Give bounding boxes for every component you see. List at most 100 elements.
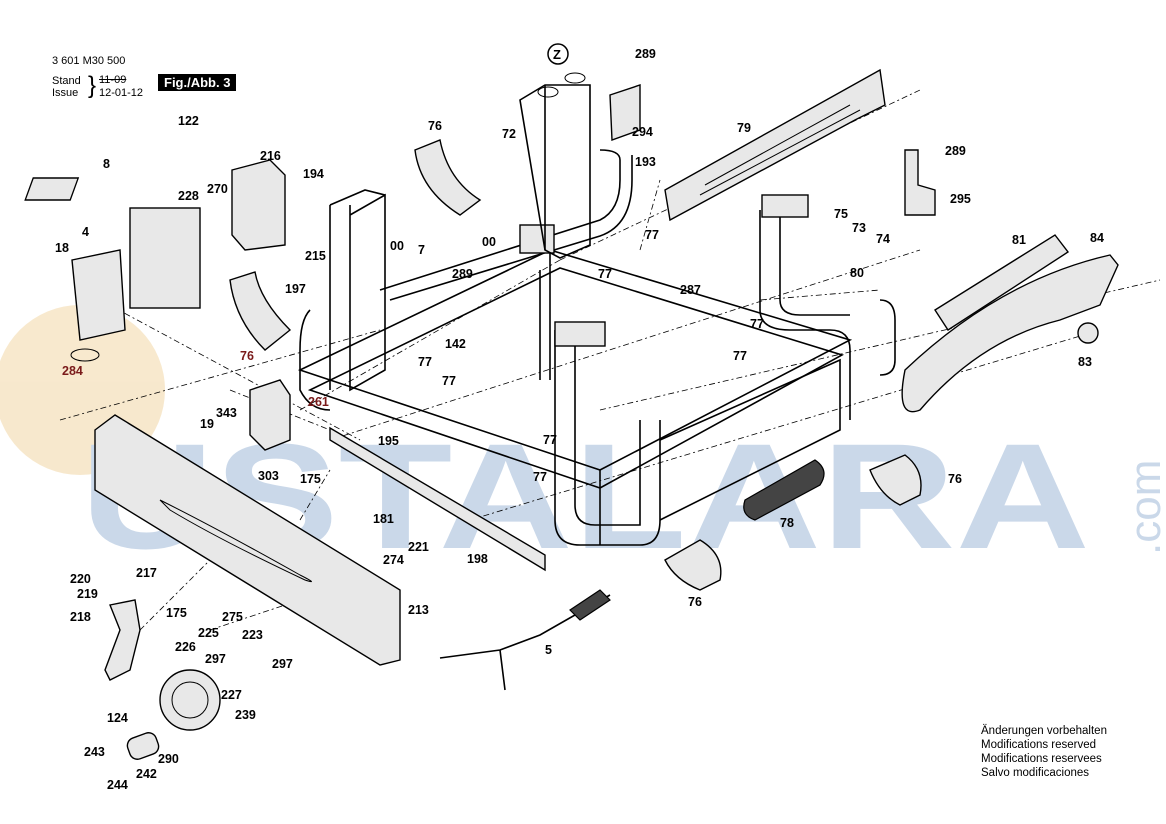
part-label: 216 <box>260 149 281 163</box>
part-label: 294 <box>632 125 653 139</box>
part-label: 228 <box>178 189 199 203</box>
part-label: 77 <box>533 470 547 484</box>
part-label: 297 <box>205 652 226 666</box>
part-label: 80 <box>850 266 864 280</box>
guard-76-top <box>414 139 482 216</box>
bracket-295 <box>904 149 936 216</box>
bracket-294 <box>609 84 641 141</box>
issue-date: 12-01-12 <box>99 87 144 99</box>
part-label: 7 <box>418 243 425 257</box>
doc-number: 3 601 M30 500 <box>52 55 126 67</box>
part-label: 76 <box>688 595 702 609</box>
part-label: 295 <box>950 192 971 206</box>
part-label: 289 <box>635 47 656 61</box>
cover-216 <box>231 159 286 251</box>
figure-label: Fig./Abb. 3 <box>158 74 237 91</box>
foot-76-right <box>869 454 922 506</box>
part-label: 343 <box>216 406 237 420</box>
knob-239 <box>159 669 221 731</box>
part-label: 19 <box>200 417 214 431</box>
issue-label: Issue <box>52 87 79 99</box>
foot-76-bottom <box>664 539 722 591</box>
part-label: 303 <box>258 469 279 483</box>
part-label: 75 <box>834 207 848 221</box>
stand-date: 11-09 <box>99 74 127 86</box>
part-label: 175 <box>166 606 187 620</box>
part-label: 243 <box>84 745 105 759</box>
part-label: 194 <box>303 167 324 181</box>
part-label: 242 <box>136 767 157 781</box>
part-label: 79 <box>737 121 751 135</box>
svg-text:Z: Z <box>553 47 561 62</box>
part-label: 124 <box>107 711 128 725</box>
part-label: 274 <box>383 553 404 567</box>
guard-76-left <box>229 271 292 351</box>
part-label: 181 <box>373 512 394 526</box>
part-label: 287 <box>680 283 701 297</box>
switch-housing-4 <box>71 249 126 341</box>
part-label: 76 <box>240 349 254 363</box>
part-label: 218 <box>70 610 91 624</box>
part-label: 78 <box>780 516 794 530</box>
part-label: 195 <box>378 434 399 448</box>
part-label: 122 <box>178 114 199 128</box>
part-label: 193 <box>635 155 656 169</box>
part-label: 198 <box>467 552 488 566</box>
part-label: 18 <box>55 241 69 255</box>
part-label: 83 <box>1078 355 1092 369</box>
part-label: 77 <box>750 317 764 331</box>
part-label: 223 <box>242 628 263 642</box>
assembly-lines <box>59 89 1161 641</box>
part-label: 76 <box>428 119 442 133</box>
part-label: 77 <box>733 349 747 363</box>
note-es: Salvo modificaciones <box>981 767 1090 779</box>
part-label: 8 <box>103 157 110 171</box>
part-label: 00 <box>482 235 496 249</box>
part-label: 77 <box>442 374 456 388</box>
handle-84 <box>901 254 1119 413</box>
part-label: 289 <box>452 267 473 281</box>
sleeve-242 <box>126 732 160 760</box>
part-label: 226 <box>175 640 196 654</box>
ring-284 <box>70 348 100 362</box>
brace: } <box>88 72 97 99</box>
part-label: 197 <box>285 282 306 296</box>
detail-marker-z: Z <box>547 43 569 65</box>
part-label: 00 <box>390 239 404 253</box>
grip-78 <box>743 459 825 521</box>
part-label: 261 <box>308 395 329 409</box>
part-label: 74 <box>876 232 890 246</box>
part-label: 297 <box>272 657 293 671</box>
part-label: 84 <box>1090 231 1104 245</box>
bracket-261 <box>249 379 291 451</box>
main-frame <box>297 72 896 546</box>
part-label: 73 <box>852 221 866 235</box>
lever-218 <box>104 599 141 681</box>
rail-79 <box>664 68 886 222</box>
part-label: 220 <box>70 572 91 586</box>
part-label: 215 <box>305 249 326 263</box>
modification-notes: Änderungen vorbehalten Modifications res… <box>981 724 1107 780</box>
part-label: 142 <box>445 337 466 351</box>
part-label: 225 <box>198 626 219 640</box>
rail-198 <box>329 426 546 572</box>
part-label: 221 <box>408 540 429 554</box>
part-label: 284 <box>62 364 83 378</box>
part-label: 77 <box>645 228 659 242</box>
part-label: 81 <box>1012 233 1026 247</box>
part-label: 4 <box>82 225 89 239</box>
part-label: 239 <box>235 708 256 722</box>
part-label: 77 <box>543 433 557 447</box>
part-label: 175 <box>300 472 321 486</box>
stand-label: Stand <box>52 75 81 87</box>
part-label: 289 <box>945 144 966 158</box>
part-label: 5 <box>545 643 552 657</box>
front-panel-213 <box>94 414 401 666</box>
part-label: 244 <box>107 778 128 792</box>
label-8 <box>24 177 80 201</box>
part-label: 290 <box>158 752 179 766</box>
part-label: 270 <box>207 182 228 196</box>
part-label: 217 <box>136 566 157 580</box>
